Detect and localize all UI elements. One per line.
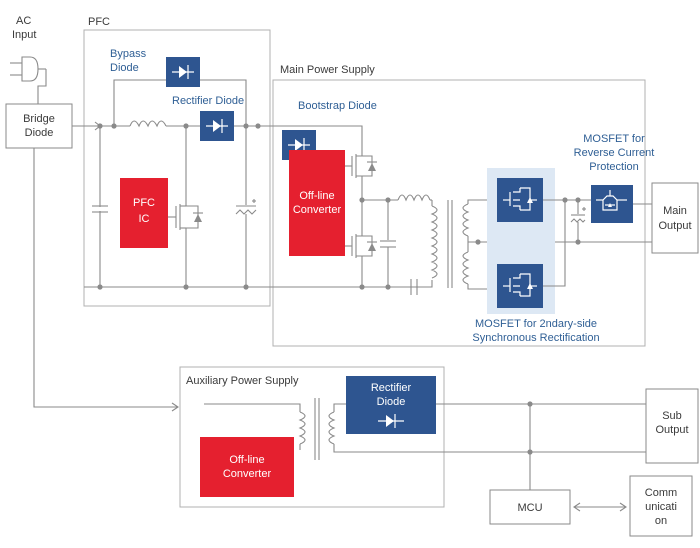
mosfet-sync-label-line2: Synchronous Rectification: [472, 332, 599, 344]
communication-label-line2: unicati: [645, 501, 677, 513]
ac-plug-icon: [10, 56, 47, 104]
bridge-diode-box: [5, 103, 73, 149]
mosfet-sync-label-line1: MOSFET for 2ndary-side: [475, 318, 597, 330]
low-side-mosfet-icon: [345, 200, 377, 287]
main-output-box: [651, 182, 699, 254]
pfc-label: PFC: [88, 16, 110, 28]
bridge-diode-label-line2: Diode: [25, 127, 54, 139]
ac-input-label-line1: AC: [16, 15, 31, 27]
offline-converter-main-block: [289, 150, 345, 256]
bootstrap-diode-label: Bootstrap Diode: [298, 100, 377, 112]
bypass-diode-label-line1: Bypass: [110, 48, 147, 60]
pfc-ic-label-line1: PFC: [133, 197, 155, 209]
offline-converter-aux-label-line1: Off-line: [229, 454, 264, 466]
bootstrap-diode-icon: [288, 138, 310, 152]
resonant-inductor: [397, 194, 431, 202]
aux-transformer: [204, 398, 652, 460]
auxiliary-power-supply-frame: [179, 366, 445, 508]
auxiliary-power-supply-label: Auxiliary Power Supply: [186, 375, 299, 387]
sub-output-label-line2: Output: [655, 424, 688, 436]
sub-output-box: [645, 388, 699, 464]
rectifier-diode-aux-icon: [378, 414, 404, 428]
resonant-capacitor-vertical: [380, 200, 396, 287]
pfc-bulk-capacitor: [235, 126, 257, 287]
rectifier-diode-aux-label-line1: Rectifier: [371, 382, 412, 394]
main-output-label-line1: Main: [663, 205, 687, 217]
sub-output-label-line1: Sub: [662, 410, 682, 422]
rectifier-diode-pfc-icon: [206, 119, 228, 133]
mosfet-reverse-label-line3: Protection: [589, 161, 639, 173]
aux-feed-wire: [33, 148, 178, 408]
reverse-protection-mosfet-block: [591, 185, 633, 223]
aux-feed-arrow: [171, 402, 179, 412]
offline-converter-main-label-line1: Off-line: [299, 190, 334, 202]
rectifier-diode-aux-label-line2: Diode: [377, 396, 406, 408]
main-output-label-line2: Output: [658, 220, 691, 232]
pfc-inductor: [129, 120, 167, 128]
high-side-mosfet-icon: [345, 150, 377, 200]
bypass-diode-icon: [172, 65, 194, 79]
offline-converter-aux-block: [200, 437, 294, 497]
bypass-diode-label-line2: Diode: [110, 62, 139, 74]
main-input-rail: [300, 125, 363, 150]
pfc-section-frame: [83, 29, 271, 307]
rectifier-diode-aux-block: [346, 376, 436, 434]
offline-converter-main-label-line2: Converter: [293, 204, 342, 216]
ac-input-label-line2: Input: [12, 29, 36, 41]
reverse-protection-mosfet-icon: [596, 190, 627, 211]
communication-label-line1: Comm: [645, 487, 677, 499]
mosfet-reverse-label-line1: MOSFET for: [583, 133, 645, 145]
communication-label-line3: on: [655, 515, 667, 527]
main-power-supply-label: Main Power Supply: [280, 64, 375, 76]
pfc-input-capacitor: [92, 205, 108, 213]
bridge-diode-label-line1: Bridge: [23, 113, 55, 125]
sync-mosfet-bottom-icon: [503, 273, 537, 297]
sync-mosfet-top-icon: [503, 187, 537, 211]
pfc-mosfet-icon: [168, 126, 203, 287]
mcu-label: MCU: [517, 502, 542, 514]
rectifier-diode-pfc-label: Rectifier Diode: [172, 95, 244, 107]
main-output-capacitor: [565, 199, 591, 242]
pfc-ic-block: [120, 178, 168, 248]
series-capacitor: [388, 279, 433, 295]
mosfet-reverse-label-line2: Reverse Current: [574, 147, 655, 159]
bidirectional-arrow-icon: [573, 502, 627, 512]
pfc-ic-label-line2: IC: [139, 213, 150, 225]
communication-box: [629, 475, 693, 537]
mcu-box: [489, 489, 571, 525]
main-power-supply-frame: [272, 79, 646, 347]
offline-converter-aux-label-line2: Converter: [223, 468, 272, 480]
